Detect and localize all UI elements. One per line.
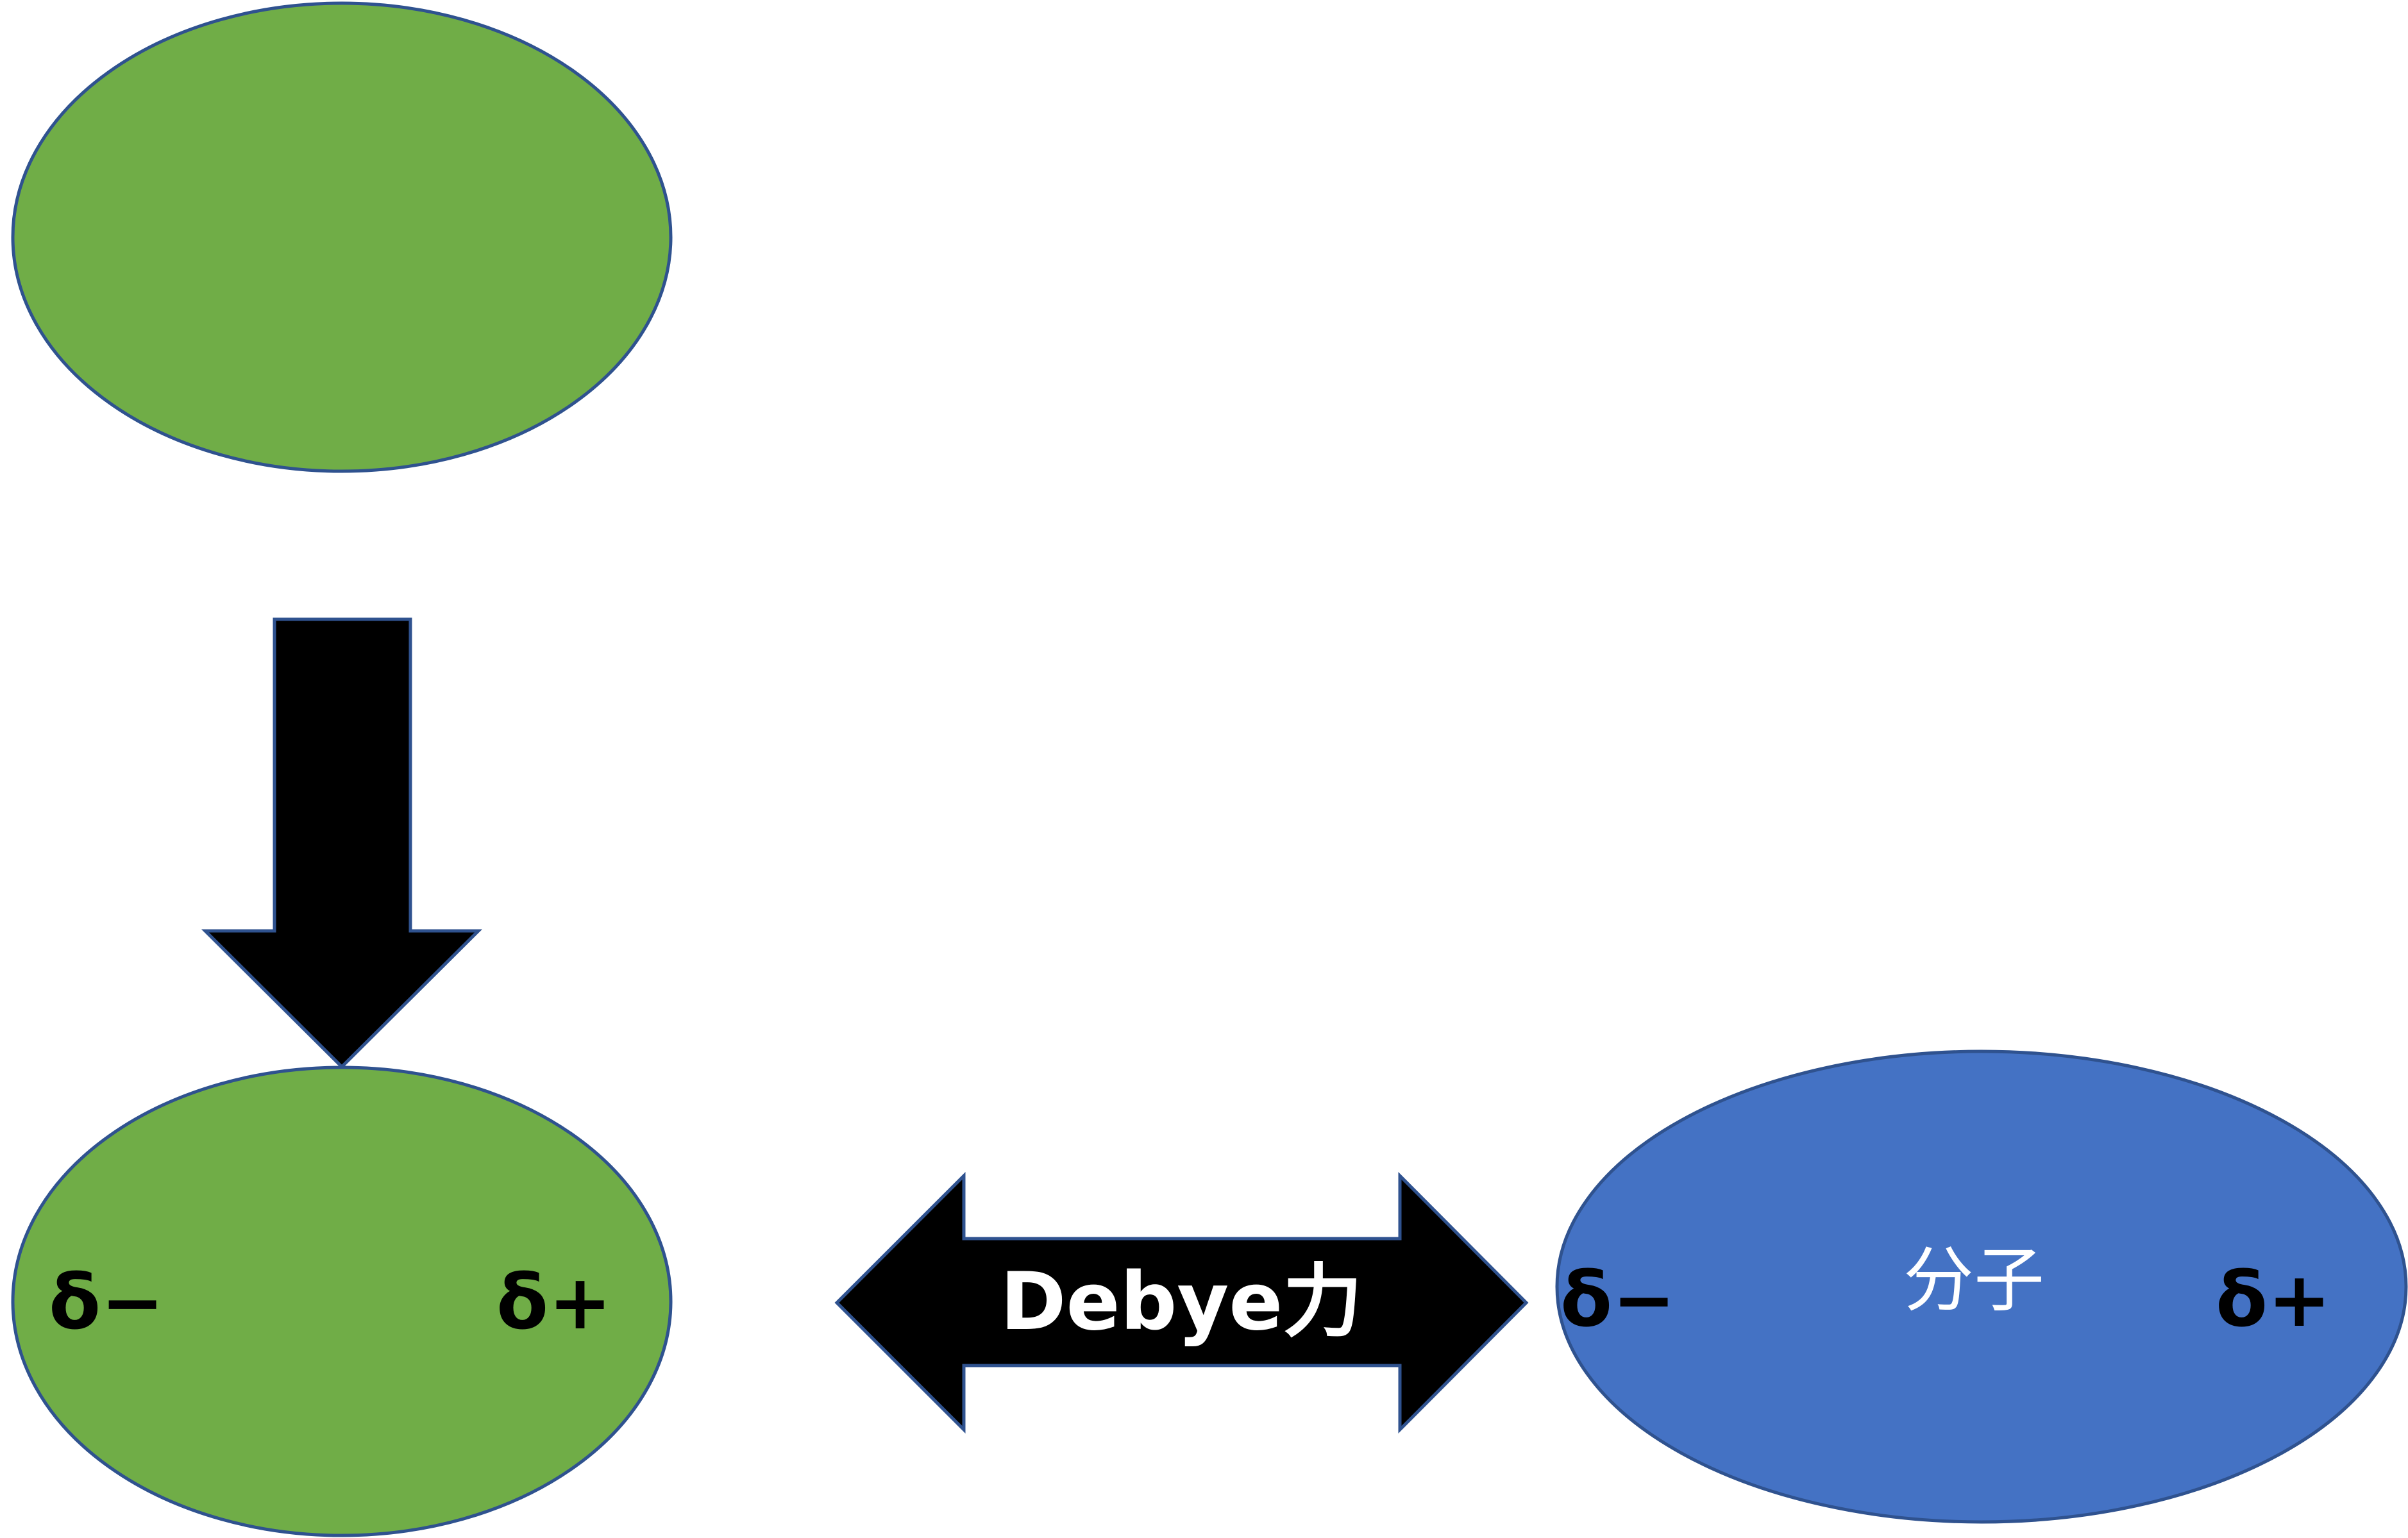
polar-molecule-ellipse: [1555, 1049, 2408, 1524]
polar-molecule-positive-charge: δ+: [2216, 1255, 2331, 1344]
polar-molecule-negative-charge: δ−: [1560, 1255, 1676, 1344]
nonpolar-molecule: [11, 1, 673, 473]
induced-dipole-molecule: δ− δ+: [11, 1066, 673, 1537]
interaction-arrow-label: Debye力: [1000, 1256, 1363, 1348]
induced-dipole-ellipse: [11, 1066, 673, 1537]
double-arrow-shape: [834, 1171, 1529, 1434]
interaction-arrow: Debye力: [834, 1171, 1529, 1434]
polar-molecule-label: 分子: [1903, 1239, 2044, 1321]
nonpolar-molecule-ellipse: [11, 1, 673, 473]
induced-dipole-negative-charge: δ−: [49, 1258, 164, 1346]
polar-molecule: 分子 δ− δ+: [1555, 1049, 2408, 1524]
induced-dipole-positive-charge: δ+: [496, 1258, 612, 1346]
down-arrow: [201, 617, 483, 1069]
